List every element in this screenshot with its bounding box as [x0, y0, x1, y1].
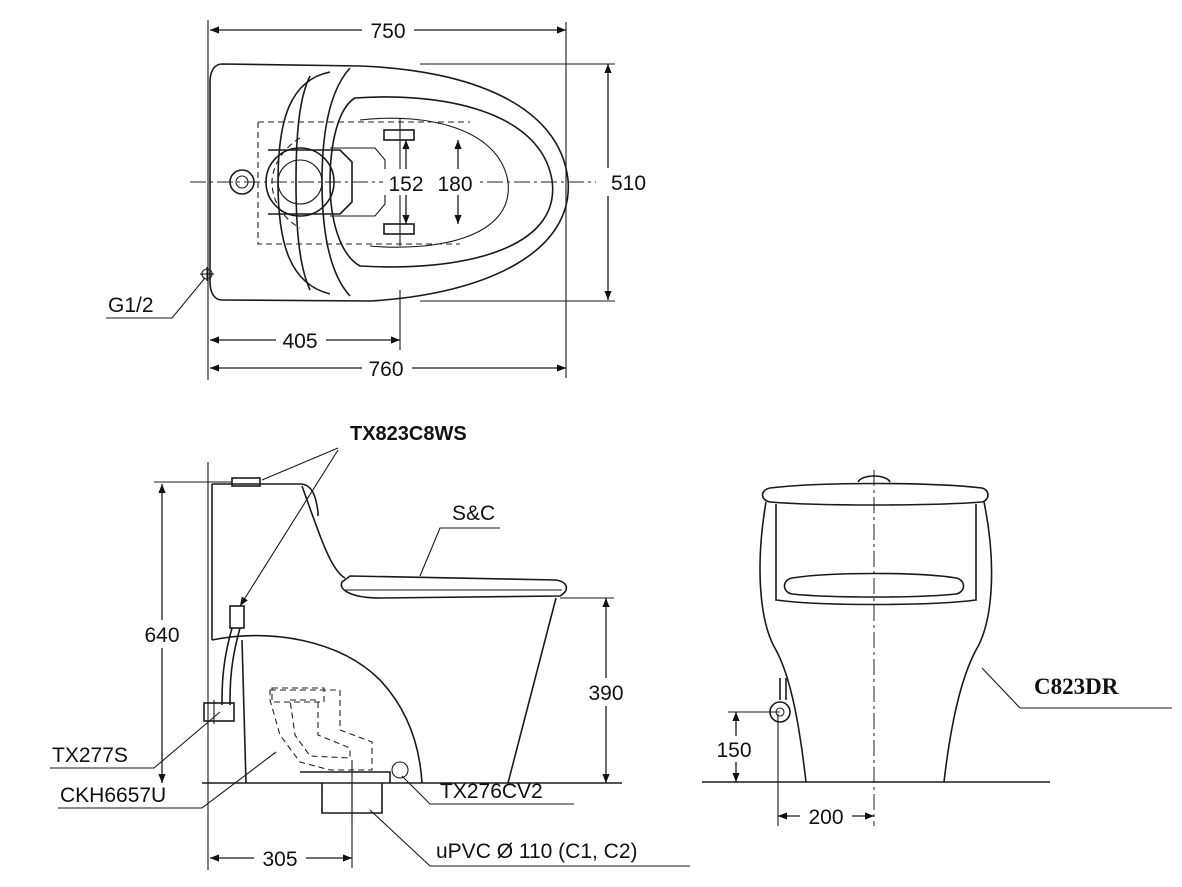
dim-width-top: 750: [370, 20, 405, 43]
dim-152: 152: [388, 173, 423, 196]
label-pipe: uPVC Ø 110 (C1, C2): [436, 840, 638, 863]
top-seat: [329, 96, 554, 268]
front-view: C823DR 150 200: [702, 470, 1172, 829]
dim-inlet-height-150: 150: [716, 739, 751, 762]
label-tx276cv2: TX276CV2: [440, 780, 543, 803]
dim-rough-in-305: 305: [262, 848, 297, 871]
front-tank: [761, 482, 989, 506]
dim-180: 180: [437, 173, 472, 196]
label-ckh6657u: CKH6657U: [60, 784, 166, 807]
label-inlet-g12: G1/2: [108, 294, 154, 317]
dim-height-640: 640: [144, 624, 179, 647]
dim-width-bottom: 760: [368, 358, 403, 381]
label-tx823c8ws: TX823C8WS: [350, 423, 467, 445]
front-seat: [783, 572, 965, 598]
dim-seat-390: 390: [588, 682, 623, 705]
dim-depth: 510: [611, 172, 646, 195]
front-body: [759, 501, 807, 783]
side-seat: [340, 575, 568, 599]
label-seat: S&C: [452, 502, 495, 525]
label-model-c823dr: C823DR: [1034, 674, 1119, 699]
side-view: TX823C8WS S&C 640 390 TX277S CKH6657U TX…: [50, 423, 690, 871]
dim-405: 405: [282, 330, 317, 353]
top-footprint-dashed: [257, 121, 470, 245]
side-trap-dashed: [269, 689, 373, 771]
label-tx277s: TX277S: [52, 744, 128, 767]
dim-inlet-offset-200: 200: [808, 806, 843, 829]
top-view: 750 510 152 180 G1/2 405 760: [106, 16, 646, 381]
top-outline: [209, 63, 569, 302]
side-tank: [212, 483, 319, 516]
